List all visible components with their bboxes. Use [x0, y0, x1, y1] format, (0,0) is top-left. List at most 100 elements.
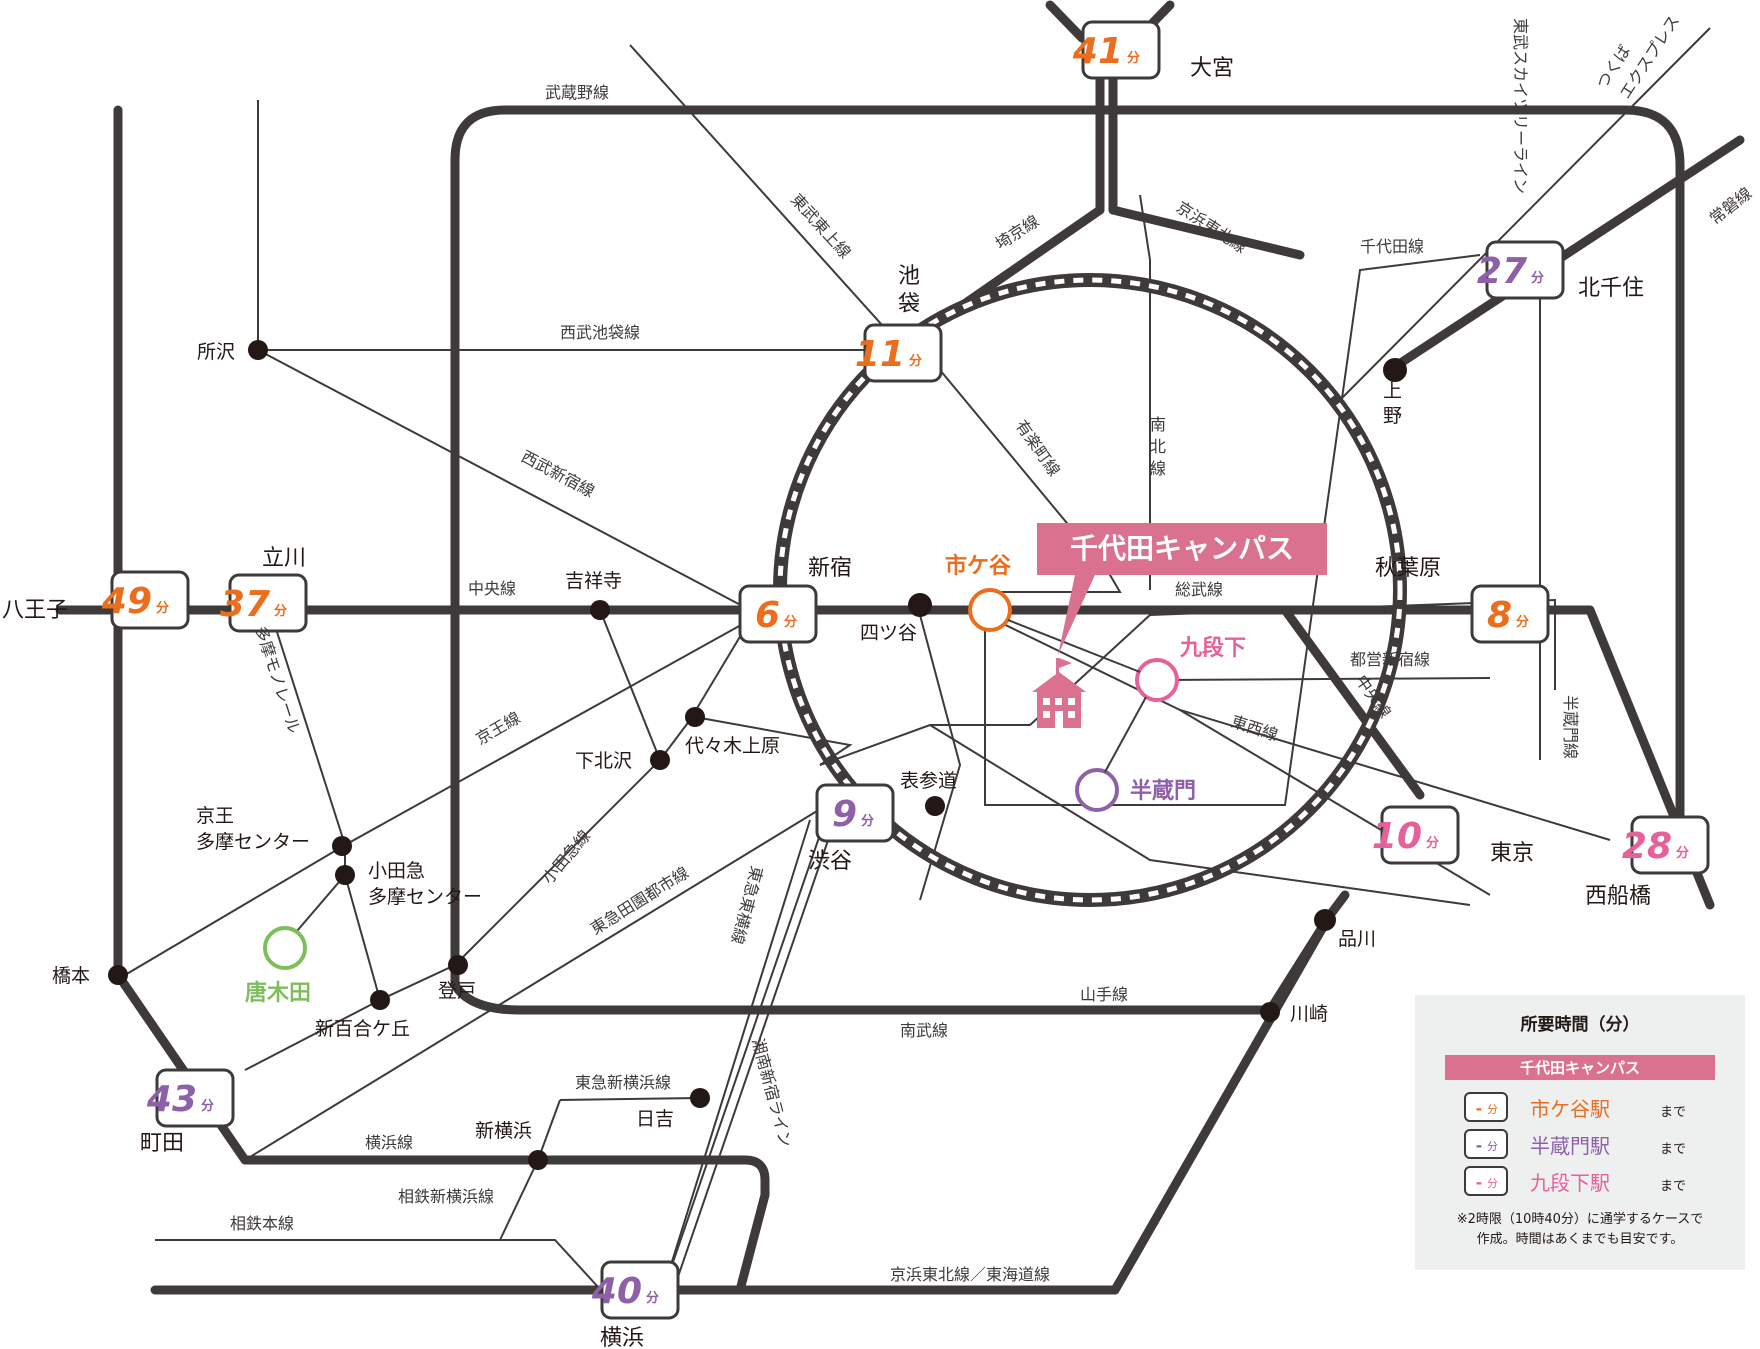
label-shibuya: 渋谷: [808, 849, 852, 874]
dot-hashimoto: [108, 965, 128, 985]
label-odakyu-tama-1: 小田急: [368, 860, 425, 882]
line-sotetsu-main: 相鉄本線: [230, 1214, 294, 1233]
label-ikebukuro-2: 袋: [898, 292, 920, 317]
line-saikyo: 埼京線: [992, 211, 1043, 253]
label-odakyu-tama-2: 多摩センター: [368, 886, 482, 908]
line-sotetsu-shin-yokohama: 相鉄新横浜線: [398, 1187, 494, 1206]
badge-tokyo-unit: 分: [1426, 835, 1439, 851]
badge-shibuya-value: 9: [832, 794, 857, 835]
dot-ueno: [1383, 358, 1407, 382]
line-joban: 常磐線: [1706, 184, 1756, 229]
dot-omotesando: [925, 796, 945, 816]
legend-station: 半蔵門駅: [1530, 1134, 1610, 1158]
line-nambu: 南武線: [900, 1021, 948, 1040]
label-hachioji: 八王子: [2, 598, 68, 623]
badge-omiya-unit: 分: [1127, 50, 1140, 66]
legend-note-2: 作成。時間はあくまでも目安です。: [1477, 1232, 1684, 1247]
line-keihin-tokaido: 京浜東北線／東海道線: [890, 1265, 1050, 1284]
line-namboku-2: 北: [1150, 437, 1166, 456]
hanzomon-marker: [1075, 768, 1119, 812]
campus-label: 千代田キャンパス: [1070, 532, 1294, 565]
badge-tachikawa-unit: 分: [274, 603, 287, 619]
label-shinjuku: 新宿: [808, 556, 852, 581]
line-tobu-skytree: 東武スカイツリーライン: [1511, 18, 1530, 194]
badge-hachioji-unit: 分: [156, 600, 169, 616]
label-ikebukuro-1: 池: [898, 264, 920, 289]
dot-kawasaki: [1260, 1002, 1280, 1022]
badge-kitasenju-value: 27: [1477, 251, 1527, 292]
dot-odakyu-tama: [335, 865, 355, 885]
line-hanzomon: 半蔵門線: [1561, 695, 1580, 759]
label-akihabara: 秋葉原: [1375, 556, 1441, 581]
line-odakyu: 小田急線: [539, 826, 595, 887]
line-toei-shinjuku: 都営新宿線: [1350, 650, 1430, 669]
dot-shinagawa: [1314, 909, 1336, 931]
line-toyoko: 東急東横線: [727, 864, 766, 946]
dot-tokorozawa: [248, 340, 268, 360]
karakida-marker: [263, 926, 307, 970]
badge-omiya-value: 41: [1072, 31, 1123, 72]
label-nishifunabashi: 西船橋: [1585, 884, 1651, 909]
line-tama-monorail: 多摩モノレール: [251, 623, 304, 735]
label-omiya: 大宮: [1190, 56, 1234, 81]
badge-shinjuku-value: 6: [755, 595, 780, 636]
legend-unit: 分: [1487, 1177, 1498, 1190]
label-kudanshita: 九段下: [1179, 635, 1246, 661]
label-machida: 町田: [140, 1131, 184, 1156]
badge-hachioji-value: 49: [101, 581, 152, 622]
label-yoyogiuehara: 代々木上原: [685, 735, 780, 757]
line-tozai: 東西線: [1229, 712, 1281, 745]
legend-suffix: まで: [1660, 1105, 1686, 1120]
badge-yokohama-unit: 分: [646, 1290, 659, 1306]
line-seibu-ikebukuro: 西武池袋線: [560, 323, 640, 342]
label-ueno-1: 上: [1383, 380, 1402, 402]
label-hashimoto: 橋本: [52, 965, 90, 987]
label-hiyoshi: 日吉: [636, 1108, 674, 1130]
dot-shinyurigaoka: [370, 990, 390, 1010]
dot-shimokitazawa: [650, 750, 670, 770]
legend-item: -分市ケ谷駅まで: [1464, 1092, 1686, 1122]
dot-yotsuya: [908, 593, 932, 617]
campus-callout: 千代田キャンパス: [1037, 523, 1327, 655]
line-namboku: 南: [1150, 415, 1166, 434]
line-chiyoda: 千代田線: [1360, 237, 1424, 256]
label-yokohama: 横浜: [600, 1326, 644, 1349]
label-keio-tama-2: 多摩センター: [196, 831, 310, 853]
dot-keio-tama: [332, 836, 352, 856]
label-karakida: 唐木田: [245, 980, 311, 1006]
line-shonan-shinjuku: 湘南新宿ライン: [748, 1036, 795, 1149]
badge-ikebukuro-value: 11: [855, 334, 905, 375]
ichigaya-kudan-link: [1007, 619, 1141, 673]
school-icon: [1032, 658, 1086, 728]
ichigaya-marker: [968, 588, 1012, 632]
badge-shibuya-unit: 分: [861, 813, 874, 829]
badge-shinjuku-unit: 分: [784, 614, 797, 630]
line-namboku-3: 線: [1150, 459, 1166, 478]
line-den-en-toshi: 東急田園都市線: [587, 863, 692, 938]
label-noborito: 登戸: [438, 980, 476, 1002]
line-tobu-tojo: 東武東上線: [787, 190, 855, 262]
badge-tokyo-value: 10: [1372, 816, 1422, 857]
line-yurakucho: 有楽町線: [1012, 416, 1064, 479]
label-yotsuya: 四ツ谷: [860, 622, 917, 644]
badge-nishifunabashi-value: 28: [1622, 826, 1672, 867]
legend-title: 所要時間（分）: [1521, 1014, 1640, 1035]
legend-placeholder: -: [1476, 1136, 1483, 1155]
badge-yokohama-value: 40: [591, 1271, 642, 1312]
badge-akihabara-value: 8: [1487, 595, 1512, 636]
legend-item: -分半蔵門駅まで: [1464, 1129, 1686, 1159]
legend-unit: 分: [1487, 1103, 1498, 1116]
label-shinagawa: 品川: [1338, 928, 1376, 950]
badge-machida-unit: 分: [201, 1098, 214, 1114]
label-ueno-2: 野: [1383, 405, 1402, 427]
label-kichijoji: 吉祥寺: [565, 570, 622, 592]
label-shinyokohama: 新横浜: [475, 1120, 532, 1142]
badge-nishifunabashi-unit: 分: [1676, 845, 1689, 861]
label-tachikawa: 立川: [262, 546, 306, 571]
badge-ikebukuro-unit: 分: [909, 353, 922, 369]
